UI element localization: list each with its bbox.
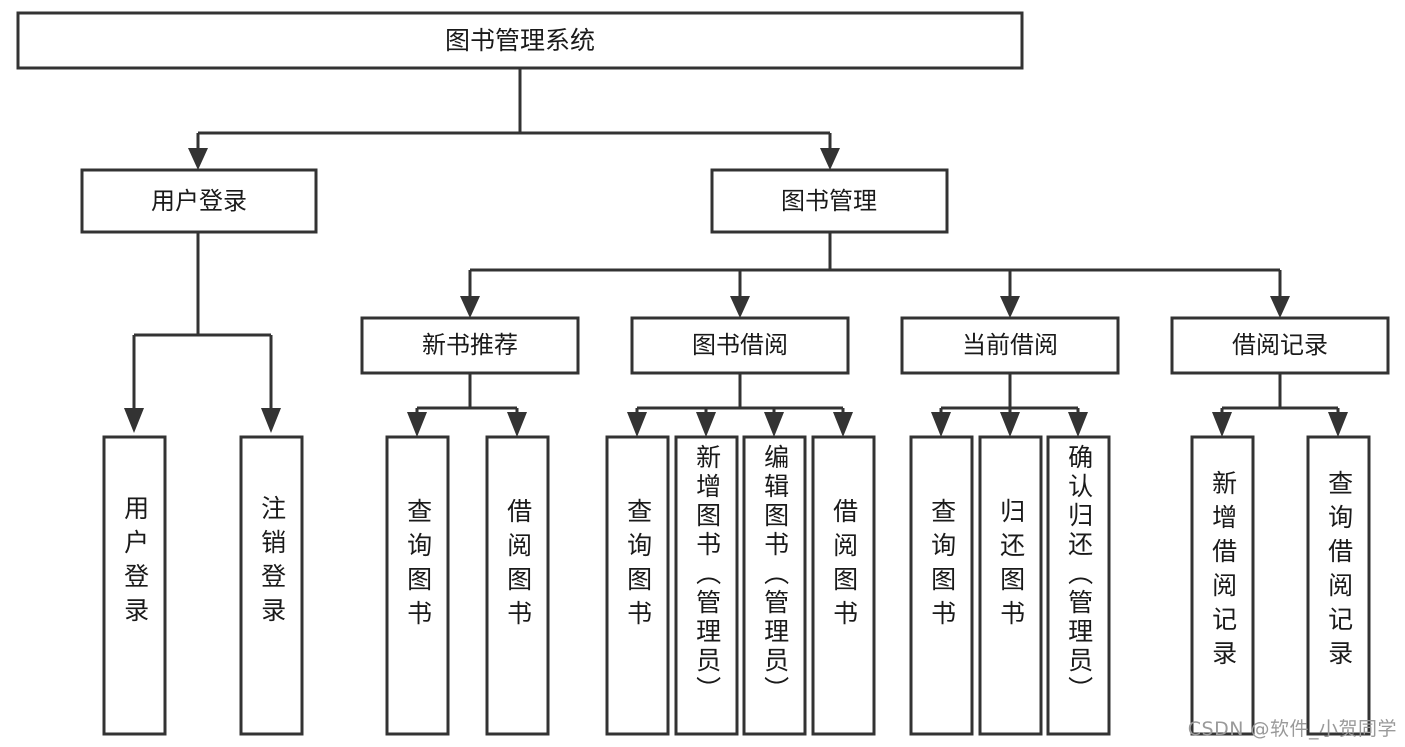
arrow-book-manage-to-current — [1000, 296, 1020, 318]
node-leaf-borrow-book-2-box[interactable] — [811, 435, 876, 736]
node-leaf-edit-book-box[interactable] — [742, 435, 807, 736]
node-book-manage-box[interactable] — [710, 168, 949, 234]
node-leaf-query-book-1-box[interactable] — [385, 435, 450, 736]
node-leaf-query-book-3-box[interactable] — [909, 435, 974, 736]
node-book-borrow-label: 图书借阅 — [692, 331, 788, 359]
node-root-label: 图书管理系统 — [445, 26, 595, 55]
node-current-borrow-box[interactable] — [900, 316, 1120, 375]
arrow-record-leaf-1 — [1212, 412, 1232, 437]
node-leaf-borrow-book-1-box[interactable] — [485, 435, 550, 736]
arrow-borrow-leaf-3 — [764, 412, 784, 437]
arrow-book-manage-to-borrow — [730, 296, 750, 318]
node-leaf-return-book-box[interactable] — [978, 435, 1043, 736]
arrow-current-leaf-3 — [1068, 412, 1088, 437]
edges-group — [124, 68, 1348, 437]
arrow-current-leaf-1 — [931, 412, 951, 437]
node-leaf-user-login-box[interactable] — [102, 435, 167, 736]
arrow-borrow-leaf-4 — [833, 412, 853, 437]
arrow-recommend-leaf-2 — [507, 412, 527, 437]
arrow-borrow-leaf-2 — [696, 412, 716, 437]
node-book-borrow-box[interactable] — [630, 316, 850, 375]
node-new-book-recommend-box[interactable] — [360, 316, 580, 375]
node-leaf-add-record-box[interactable] — [1190, 435, 1255, 736]
arrow-record-leaf-2 — [1328, 412, 1348, 437]
node-current-borrow-label: 当前借阅 — [962, 331, 1058, 359]
arrow-recommend-leaf-1 — [407, 412, 427, 437]
arrow-user-login-leaf-1 — [124, 408, 144, 433]
arrow-root-to-user-login — [188, 148, 208, 170]
node-leaf-add-book-box[interactable] — [674, 435, 739, 736]
arrow-user-login-leaf-2 — [261, 408, 281, 433]
node-user-login-label: 用户登录 — [151, 187, 247, 215]
node-leaf-logout-login-box[interactable] — [239, 435, 304, 736]
node-book-manage-label: 图书管理 — [781, 187, 877, 215]
arrow-root-to-book-manage — [820, 148, 840, 170]
node-borrow-record-box[interactable] — [1170, 316, 1390, 375]
nodes-group: 图书管理系统 用户登录 图书管理 新书推荐 图书借阅 当前借阅 借阅记录 — [16, 11, 1390, 736]
arrow-current-leaf-2 — [1000, 412, 1020, 437]
arrow-book-manage-to-recommend — [460, 296, 480, 318]
node-root-box[interactable] — [16, 11, 1024, 70]
node-leaf-query-record-box[interactable] — [1306, 435, 1371, 736]
watermark-text: CSDN @软件_小贺同学 — [1187, 718, 1397, 740]
node-new-book-recommend-label: 新书推荐 — [422, 331, 518, 359]
node-leaf-query-book-2-box[interactable] — [605, 435, 670, 736]
node-leaf-confirm-return-box[interactable] — [1046, 435, 1111, 736]
arrow-borrow-leaf-1 — [627, 412, 647, 437]
arrow-book-manage-to-record — [1270, 296, 1290, 318]
node-user-login-box[interactable] — [80, 168, 318, 234]
node-borrow-record-label: 借阅记录 — [1232, 331, 1328, 359]
